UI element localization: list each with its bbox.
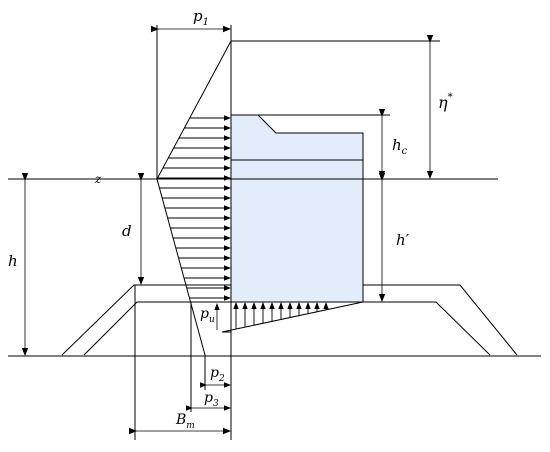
hprime-label: h′ — [396, 231, 410, 249]
h-label: h — [8, 252, 18, 270]
p3-label: p3 — [204, 390, 219, 409]
caisson — [230, 114, 364, 303]
d-label: d — [122, 222, 132, 240]
pu-label: pu — [200, 306, 215, 325]
bm-label: Bm — [175, 412, 195, 431]
rubble-mound-inner — [83, 301, 491, 356]
p1-label: p1 — [193, 7, 209, 28]
swl-mark: z — [94, 172, 102, 186]
hc-label: hc — [392, 136, 408, 157]
uplift-pressure-arrows — [233, 302, 329, 329]
pressure-envelope — [156, 40, 232, 356]
horizontal-pressure-arrows — [157, 115, 231, 301]
uplift-line — [221, 301, 364, 333]
p2-label: p2 — [210, 365, 225, 384]
eta-label: η* — [438, 92, 453, 112]
